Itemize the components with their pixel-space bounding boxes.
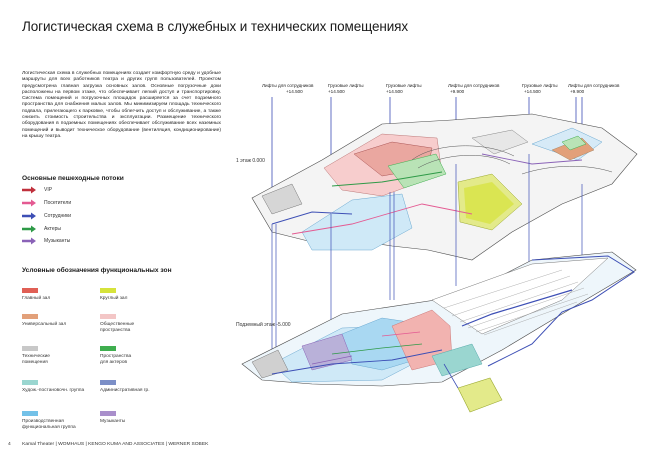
zone-label: Главный зал — [22, 296, 51, 301]
zone-swatch — [22, 346, 38, 351]
page-footer: 4 Kamal Theater | WOMHAUS | KENGO KUMA A… — [8, 442, 208, 447]
description-text: Логистическая схема в служебных помещени… — [22, 71, 221, 139]
footer-credits: Kamal Theater | WOMHAUS | KENGO KUMA AND… — [22, 442, 209, 447]
zone-label: Общественные пространства — [100, 322, 135, 333]
zone-legend-item: Технические помещения — [22, 346, 132, 365]
zone-label: Универсальный зал — [22, 322, 67, 327]
zone-label: Пространства для актеров — [100, 354, 132, 365]
zone-swatch — [100, 411, 116, 416]
elevator-label: Лифты для сотрудников — [568, 83, 620, 88]
elevator-level: +14.500 — [524, 89, 541, 94]
elevator-level: +9.900 — [570, 89, 585, 94]
zone-swatch — [100, 346, 116, 351]
zone-swatch — [22, 288, 38, 293]
flow-label: Актеры — [44, 226, 61, 232]
floor-label-basement: Подземный этаж -5.000 — [236, 321, 291, 328]
zone-label: Административная гр. — [100, 388, 150, 393]
ground-floor-plan — [251, 113, 638, 261]
zone-legend-item: Производственная функциональная группа — [22, 411, 132, 430]
zone-swatch — [22, 380, 38, 385]
zone-swatch — [22, 411, 38, 416]
elevator-level: +14.500 — [386, 89, 403, 94]
zone-swatch — [100, 314, 116, 319]
elevator-labels: Лифты для сотрудников +14.500 Грузовые л… — [262, 83, 620, 94]
flow-label: Сотрудники — [44, 213, 72, 219]
elevator-level: +14.500 — [328, 89, 345, 94]
elevator-label: Лифты для сотрудников — [262, 83, 314, 88]
arrow-right-icon — [22, 212, 36, 220]
flow-legend-item: Музыканты — [22, 237, 70, 245]
zone-legend-item: Административная гр. — [100, 380, 210, 394]
elevator-label: Грузовые лифты — [328, 83, 364, 88]
zone-legend-item: Худож.-постановочн. группа — [22, 380, 132, 394]
page-title: Логистическая схема в служебных и технич… — [22, 19, 409, 34]
flow-label: VIP — [44, 187, 53, 193]
zone-legend-item: Главный зал — [22, 288, 132, 302]
flows-heading: Основные пешеходные потоки — [22, 175, 124, 182]
zone-swatch — [22, 314, 38, 319]
flow-legend-item: Актеры — [22, 225, 61, 233]
flow-legend-item: VIP — [22, 186, 52, 194]
basement-plan — [241, 251, 637, 413]
zone-legend-item: Пространства для актеров — [100, 346, 210, 365]
elevator-label: Лифты для сотрудников — [448, 83, 500, 88]
flow-label: Посетители — [44, 200, 72, 206]
zone-legend-item: Круглый зал — [100, 288, 210, 302]
logistics-diagram: Лифты для сотрудников +14.500 Грузовые л… — [232, 64, 644, 448]
floor-label-ground: 1 этаж 0.000 — [236, 158, 265, 164]
zone-swatch — [100, 380, 116, 385]
arrow-right-icon — [22, 237, 36, 245]
axonometric-diagram: Лифты для сотрудников +14.500 Грузовые л… — [236, 83, 638, 413]
arrow-right-icon — [22, 186, 36, 194]
arrow-right-icon — [22, 199, 36, 207]
zone-label: Технические помещения — [22, 354, 50, 365]
flow-legend-item: Посетители — [22, 199, 71, 207]
elevator-level: +14.500 — [286, 89, 303, 94]
zone-label: Производственная функциональная группа — [22, 419, 76, 430]
zones-heading: Условные обозначения функциональных зон — [22, 267, 172, 274]
zone-label: Музыканты — [100, 419, 126, 424]
flow-label: Музыканты — [44, 238, 71, 244]
zone-legend-item: Музыканты — [100, 411, 210, 425]
zone-legend-item: Общественные пространства — [100, 314, 210, 333]
zone-legend-item: Универсальный зал — [22, 314, 132, 328]
elevator-label: Грузовые лифты — [386, 83, 422, 88]
zone-label: Круглый зал — [100, 296, 128, 301]
elevator-label: Грузовые лифты — [522, 83, 558, 88]
zone-swatch — [100, 288, 116, 293]
arrow-right-icon — [22, 225, 36, 233]
elevator-level: +9.900 — [450, 89, 465, 94]
page-number: 4 — [8, 442, 11, 447]
zone-label: Худож.-постановочн. группа — [22, 388, 85, 393]
flow-legend-item: Сотрудники — [22, 212, 71, 220]
